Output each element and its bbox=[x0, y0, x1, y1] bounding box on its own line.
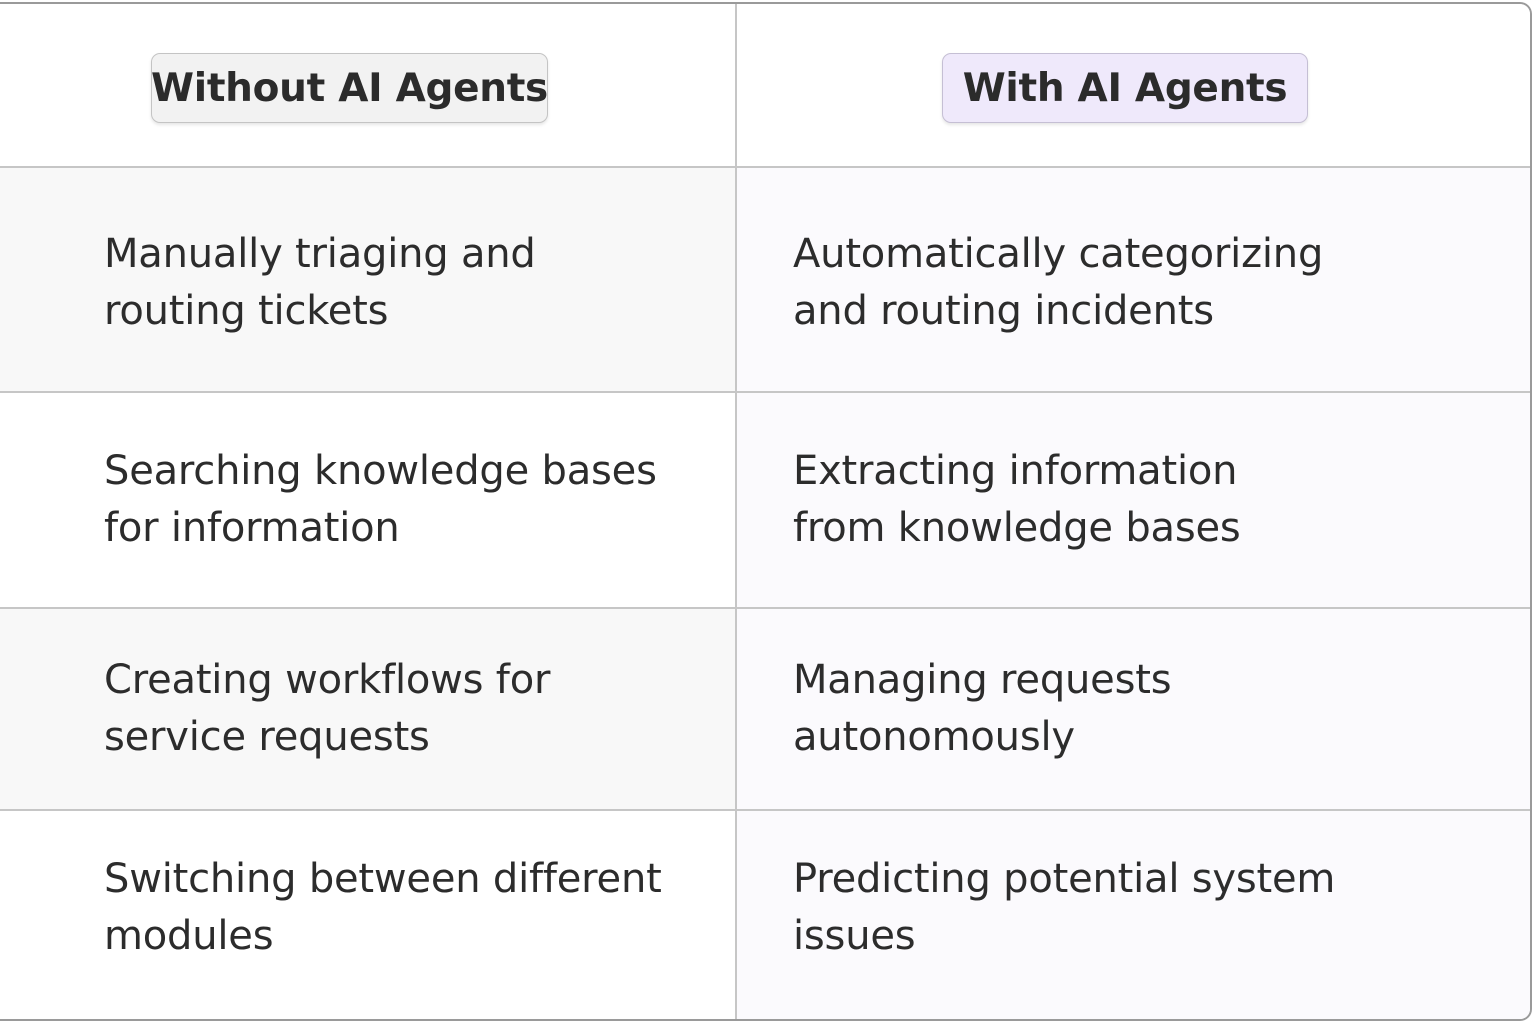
without-text: Creating workflows for service requests bbox=[104, 657, 551, 760]
table-row: Creating workflows for service requests … bbox=[0, 607, 1530, 809]
without-text: Switching between different modules bbox=[104, 856, 662, 959]
header-row: Without AI Agents With AI Agents bbox=[0, 4, 1530, 166]
with-text: Managing requests autonomously bbox=[793, 657, 1172, 760]
with-ai-agents-label: With AI Agents bbox=[942, 53, 1308, 123]
header-cell-without: Without AI Agents bbox=[0, 4, 737, 166]
without-text: Searching knowledge bases for informatio… bbox=[104, 448, 657, 551]
header-cell-with: With AI Agents bbox=[737, 4, 1530, 166]
without-text: Manually triaging and routing tickets bbox=[104, 231, 536, 334]
without-ai-agents-label: Without AI Agents bbox=[151, 53, 548, 123]
with-cell: Managing requests autonomously bbox=[737, 609, 1530, 809]
with-text: Predicting potential system issues bbox=[793, 856, 1336, 959]
without-cell: Searching knowledge bases for informatio… bbox=[0, 393, 737, 607]
without-cell: Manually triaging and routing tickets bbox=[0, 168, 737, 391]
table-row: Manually triaging and routing tickets Au… bbox=[0, 166, 1530, 391]
without-cell: Switching between different modules bbox=[0, 811, 737, 1019]
with-cell: Automatically categorizing and routing i… bbox=[737, 168, 1530, 391]
with-text: Extracting information from knowledge ba… bbox=[793, 448, 1241, 551]
with-cell: Predicting potential system issues bbox=[737, 811, 1530, 1019]
without-cell: Creating workflows for service requests bbox=[0, 609, 737, 809]
table-row: Searching knowledge bases for informatio… bbox=[0, 391, 1530, 607]
with-cell: Extracting information from knowledge ba… bbox=[737, 393, 1530, 607]
with-text: Automatically categorizing and routing i… bbox=[793, 231, 1324, 334]
table-row: Switching between different modules Pred… bbox=[0, 809, 1530, 1019]
